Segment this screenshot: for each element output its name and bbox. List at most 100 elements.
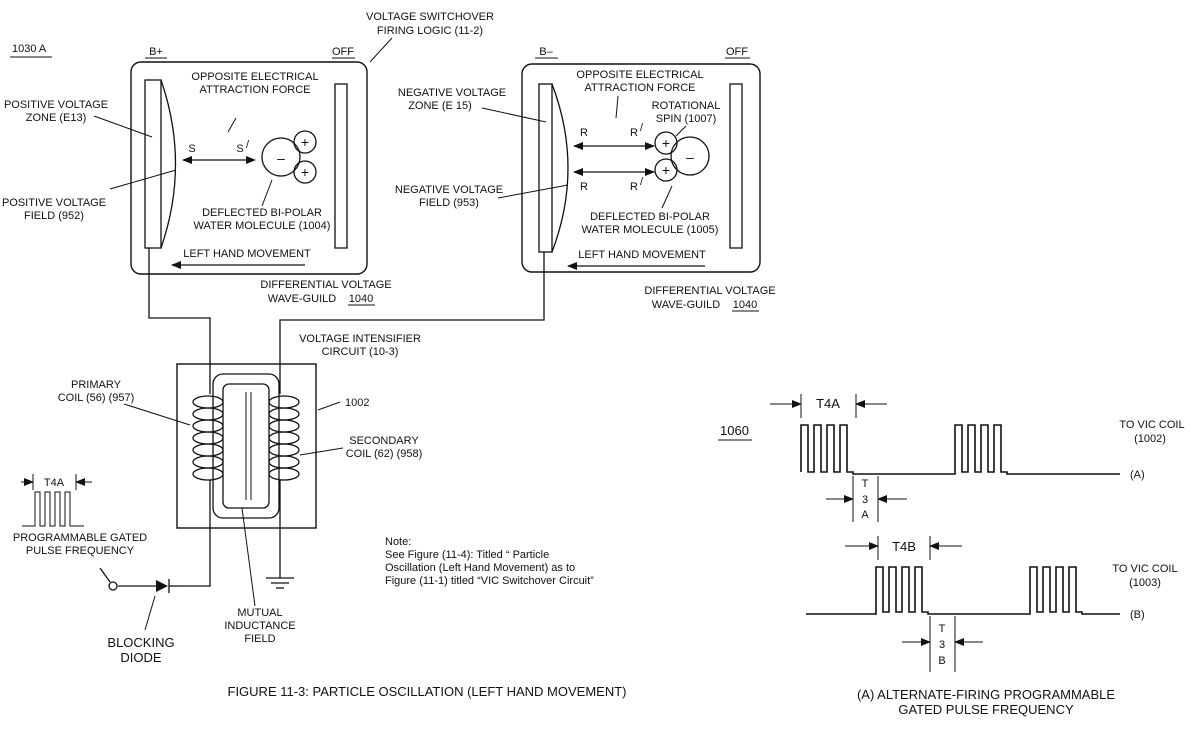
switchover-label-1: VOLTAGE SWITCHOVER bbox=[366, 11, 494, 23]
plus-sign-right-2: + bbox=[662, 162, 670, 178]
primary-coil bbox=[192, 395, 224, 481]
primary-label-2: COIL (56) (957) bbox=[58, 392, 135, 404]
vic-enclosure bbox=[176, 363, 317, 529]
pos-zone-label-1: POSITIVE VOLTAGE bbox=[4, 99, 108, 111]
channel-b-label: (B) bbox=[1130, 609, 1145, 621]
t3a-label-1: T bbox=[862, 478, 869, 490]
movement-label-right: LEFT HAND MOVEMENT bbox=[578, 249, 706, 261]
right-waveguide-frame bbox=[521, 63, 761, 273]
minus-sign-left: – bbox=[277, 150, 285, 166]
force-label-right-1: OPPOSITE ELECTRICAL bbox=[576, 69, 703, 81]
off-plate-right bbox=[729, 83, 743, 249]
molecule-label-right-1: DEFLECTED BI-POLAR bbox=[590, 211, 710, 223]
neg-zone-label-2: ZONE (E 15) bbox=[408, 100, 472, 112]
intensifier-label-2: CIRCUIT (10-3) bbox=[322, 346, 399, 358]
figure-11-3: 1030 A VOLTAGE SWITCHOVER FIRING LOGIC (… bbox=[2, 11, 776, 699]
molecule-oxygen-left bbox=[261, 137, 301, 177]
note-line-2: Oscillation (Left Hand Movement) as to bbox=[385, 562, 575, 574]
waveguide1-number: 1040 bbox=[349, 293, 373, 305]
pos-field-label-2: FIELD (952) bbox=[24, 210, 84, 222]
svg-text:/: / bbox=[246, 139, 250, 151]
figure-1060-id: 1060 bbox=[720, 423, 749, 438]
secondary-coil bbox=[268, 395, 300, 481]
molecule-label-left-1: DEFLECTED BI-POLAR bbox=[202, 207, 322, 219]
waveguide2-number: 1040 bbox=[733, 299, 757, 311]
mutual-label-2: INDUCTANCE bbox=[224, 620, 295, 632]
positive-plate bbox=[144, 79, 162, 249]
molecule-label-right-2: WATER MOLECULE (1005) bbox=[582, 224, 719, 236]
r-label-top: R bbox=[580, 127, 588, 139]
waveform-b bbox=[806, 566, 1120, 615]
spin-label-1: ROTATIONAL bbox=[652, 100, 721, 112]
figure-caption: FIGURE 11-3: PARTICLE OSCILLATION (LEFT … bbox=[228, 684, 627, 699]
note-title: Note: bbox=[385, 536, 411, 548]
plus-sign-left-2: + bbox=[301, 164, 309, 180]
primary-label-1: PRIMARY bbox=[71, 379, 122, 391]
coil-a-label-2: (1002) bbox=[1134, 433, 1166, 445]
diode-label-2: DIODE bbox=[120, 650, 162, 665]
r-label-bottom: R bbox=[580, 181, 588, 193]
positive-field-curve bbox=[160, 79, 177, 249]
off-label-left: OFF bbox=[332, 46, 354, 58]
t3b-label-2: 3 bbox=[939, 639, 945, 651]
t3b-label-1: T bbox=[939, 623, 946, 635]
molecule-h1-left bbox=[293, 130, 317, 154]
plus-sign-left-1: + bbox=[301, 134, 309, 150]
t4a-label: T4A bbox=[816, 396, 840, 411]
pos-field-label-1: POSITIVE VOLTAGE bbox=[2, 197, 106, 209]
b-plus-label: B+ bbox=[149, 46, 163, 58]
left-waveguide-frame bbox=[130, 61, 368, 275]
mutual-label-3: FIELD bbox=[244, 633, 275, 645]
ground-icon bbox=[266, 577, 294, 589]
coil-a-label-1: TO VIC COIL bbox=[1119, 419, 1184, 431]
waveguide2-label-2: WAVE-GUILD bbox=[652, 299, 721, 311]
coil-b-label-1: TO VIC COIL bbox=[1112, 563, 1177, 575]
s-label: S bbox=[188, 143, 195, 155]
wire-left-plate bbox=[148, 248, 211, 394]
figure-1060-caption-2: GATED PULSE FREQUENCY bbox=[898, 702, 1074, 717]
force-label-left-2: ATTRACTION FORCE bbox=[199, 84, 310, 96]
vic-transformer bbox=[176, 363, 317, 529]
waveguide1-label-1: DIFFERENTIAL VOLTAGE bbox=[260, 279, 391, 291]
molecule-h2-right bbox=[654, 158, 678, 182]
blocking-diode-icon bbox=[118, 579, 178, 593]
coil-b-label-2: (1003) bbox=[1129, 577, 1161, 589]
neg-field-label-2: FIELD (953) bbox=[419, 197, 479, 209]
channel-a-label: (A) bbox=[1130, 469, 1145, 481]
t3a-label-2: 3 bbox=[862, 494, 868, 506]
wiring bbox=[148, 248, 545, 587]
b-minus-label: B– bbox=[539, 46, 553, 58]
small-pulse-train: T4A bbox=[21, 474, 92, 527]
t3b-label-3: B bbox=[938, 655, 945, 667]
figure-1060-caption-1: (A) ALTERNATE-FIRING PROGRAMMABLE bbox=[857, 687, 1115, 702]
molecule-h1-right bbox=[654, 131, 678, 155]
figure-1060: 1060 T4A (A) TO VIC COIL (1002) T 3 A T4… bbox=[718, 394, 1185, 717]
s-prime-label: S bbox=[236, 143, 243, 155]
minus-sign-right: – bbox=[686, 149, 694, 165]
pgpf-label-1: PROGRAMMABLE GATED bbox=[13, 532, 147, 544]
secondary-label-1: SECONDARY bbox=[349, 435, 419, 447]
t4b-label: T4B bbox=[892, 539, 916, 554]
secondary-label-2: COIL (62) (958) bbox=[346, 448, 423, 460]
switchover-label-2: FIRING LOGIC (11-2) bbox=[377, 25, 483, 37]
waveguide1-label-2: WAVE-GUILD bbox=[268, 293, 337, 305]
neg-field-label-1: NEGATIVE VOLTAGE bbox=[395, 184, 503, 196]
wire-right-plate bbox=[279, 252, 545, 394]
waveguide2-label-1: DIFFERENTIAL VOLTAGE bbox=[644, 285, 775, 297]
r-prime-label-top: R bbox=[630, 127, 638, 139]
molecule-oxygen-right bbox=[670, 136, 710, 176]
svg-text:/: / bbox=[640, 122, 644, 134]
spin-label-2: SPIN (1007) bbox=[656, 113, 717, 125]
diode-label-1: BLOCKING bbox=[107, 635, 174, 650]
neg-zone-label-1: NEGATIVE VOLTAGE bbox=[398, 87, 506, 99]
force-label-left-1: OPPOSITE ELECTRICAL bbox=[191, 71, 318, 83]
intensifier-label-1: VOLTAGE INTENSIFIER bbox=[299, 333, 421, 345]
switch-terminal-icon bbox=[108, 581, 118, 591]
force-label-right-2: ATTRACTION FORCE bbox=[584, 82, 695, 94]
negative-field-curve bbox=[551, 83, 569, 253]
t3a-label-3: A bbox=[861, 509, 869, 521]
plus-sign-right-1: + bbox=[662, 135, 670, 151]
core-outer bbox=[212, 373, 280, 519]
left-waveguide: B+ OFF OPPOSITE ELECTRICAL ATTRACTION FO… bbox=[130, 46, 368, 275]
